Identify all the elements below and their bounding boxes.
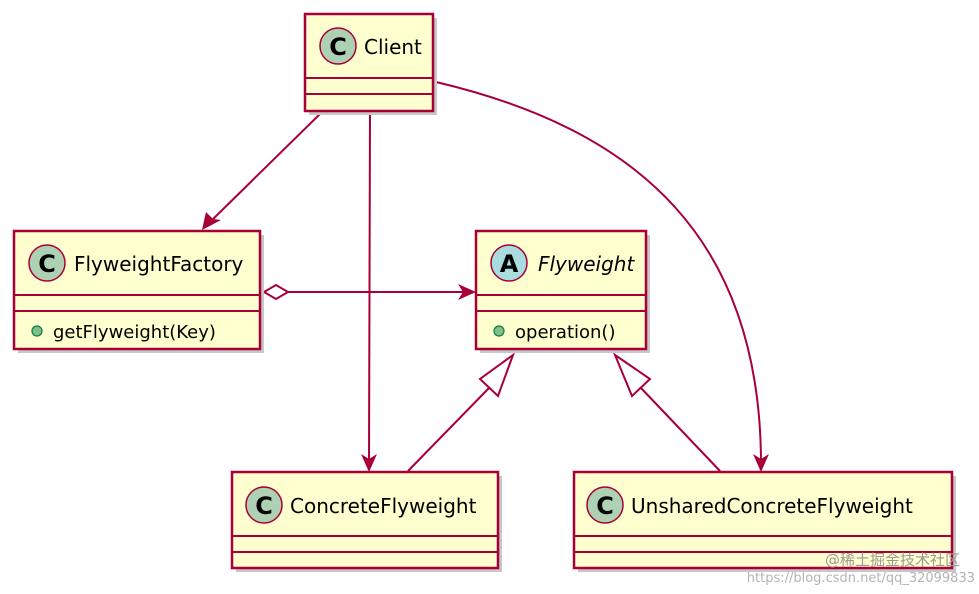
class-stereotype-icon bbox=[586, 486, 624, 524]
edge-concrete-flyweight bbox=[407, 352, 516, 472]
public-method-icon bbox=[31, 325, 43, 337]
abstract-stereotype-icon bbox=[490, 244, 528, 282]
class-stereotype-icon bbox=[245, 486, 283, 524]
class-stereotype-icon bbox=[28, 244, 66, 282]
class-stereotype-letter: C bbox=[329, 33, 347, 61]
aggregation-diamond bbox=[262, 283, 290, 301]
class-stereotype-letter: C bbox=[596, 492, 614, 520]
class-name: Flyweight bbox=[538, 252, 635, 276]
edge-factory-flyweight bbox=[262, 283, 476, 301]
edge-client-concrete bbox=[361, 111, 377, 472]
method-name: operation() bbox=[515, 322, 615, 343]
class-name: UnsharedConcreteFlyweight bbox=[631, 494, 913, 518]
class-unshared-concrete-flyweight: C UnsharedConcreteFlyweight bbox=[572, 470, 956, 572]
class-flyweight-factory: C FlyweightFactory getFlyweight(Key) bbox=[12, 229, 264, 353]
edge-client-factory bbox=[202, 111, 323, 230]
edge-client-unshared bbox=[435, 81, 769, 472]
watermark-url: https://blog.csdn.net/qq_32099833 bbox=[747, 571, 975, 586]
method-name: getFlyweight(Key) bbox=[53, 322, 216, 343]
watermark: @稀土掘金技术社区 https://blog.csdn.net/qq_32099… bbox=[747, 551, 975, 586]
class-name: ConcreteFlyweight bbox=[290, 494, 477, 518]
public-method-icon bbox=[493, 325, 505, 337]
class-stereotype-icon bbox=[319, 27, 357, 65]
inheritance-triangle bbox=[612, 352, 652, 398]
class-name: Client bbox=[364, 35, 422, 59]
class-name: FlyweightFactory bbox=[74, 252, 244, 276]
class-stereotype-letter: C bbox=[255, 492, 273, 520]
class-client: C Client bbox=[303, 12, 437, 115]
class-concrete-flyweight: C ConcreteFlyweight bbox=[230, 470, 502, 572]
inheritance-triangle bbox=[478, 352, 516, 398]
edges bbox=[202, 81, 769, 472]
edge-unshared-flyweight bbox=[612, 352, 721, 472]
class-flyweight: A Flyweight operation() bbox=[474, 229, 650, 353]
class-stereotype-letter: A bbox=[500, 250, 519, 278]
class-stereotype-letter: C bbox=[38, 250, 56, 278]
watermark-community: @稀土掘金技术社区 bbox=[825, 551, 960, 569]
